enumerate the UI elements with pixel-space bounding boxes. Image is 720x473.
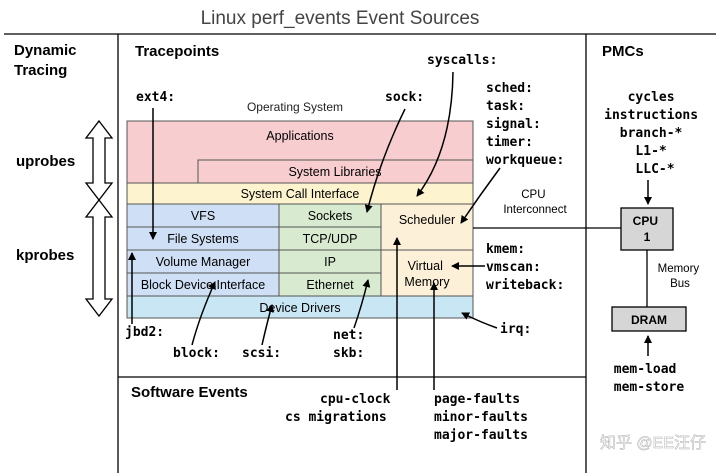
kprobes-double-arrow bbox=[84, 198, 114, 318]
os-stack bbox=[126, 120, 474, 319]
cpu-interconnect-label: CPU Interconnect bbox=[503, 189, 567, 216]
tcp-udp-label: TCP/UDP bbox=[303, 232, 358, 246]
skb-tracepoint: skb: bbox=[333, 346, 364, 361]
minor-faults-event: minor-faults bbox=[434, 410, 528, 425]
pmcs-heading: PMCs bbox=[602, 43, 644, 60]
virtual-memory-line-1: Virtual bbox=[408, 259, 443, 273]
block-arrow bbox=[191, 281, 216, 346]
signal-tracepoint: signal: bbox=[486, 117, 541, 132]
dram-box bbox=[611, 306, 687, 332]
ext4-tracepoint: ext4: bbox=[136, 90, 175, 105]
net-tracepoint: net: bbox=[333, 328, 364, 343]
block-device-interface-label: Block Device Interface bbox=[141, 278, 265, 292]
uprobes-label: uprobes bbox=[16, 153, 75, 170]
watermark: 知乎 @EE汪仔 bbox=[600, 434, 706, 452]
tracepoint-labels: ext4: syscalls: sock: sched: task: signa… bbox=[125, 53, 564, 361]
operating-system-label: Operating System bbox=[247, 100, 343, 114]
page-faults-event: page-faults bbox=[434, 392, 520, 407]
tracepoints-heading: Tracepoints bbox=[135, 43, 219, 60]
cs-migrations-event: cs migrations bbox=[285, 410, 387, 425]
kprobes-label: kprobes bbox=[16, 247, 74, 264]
system-call-interface-label: System Call Interface bbox=[241, 187, 360, 201]
vmscan-tracepoint: vmscan: bbox=[486, 260, 541, 275]
dram-label: DRAM bbox=[631, 313, 667, 327]
workqueue-arrow bbox=[460, 167, 501, 224]
pmc-mem-store: mem-store bbox=[614, 380, 685, 395]
cpu-label-line-2: 1 bbox=[644, 230, 651, 244]
jbd2-tracepoint: jbd2: bbox=[125, 325, 164, 340]
syscalls-tracepoint: syscalls: bbox=[427, 53, 497, 68]
pmc-llc: LLC-* bbox=[635, 162, 674, 177]
cpu-interconnect-line-2: Interconnect bbox=[503, 204, 567, 216]
dynamic-tracing-line-2: Tracing bbox=[14, 62, 67, 79]
cpu-label: CPU 1 bbox=[633, 214, 662, 244]
block-tracepoint: block: bbox=[173, 346, 220, 361]
pmc-mem-events: mem-load mem-store bbox=[614, 362, 685, 395]
cpu-label-line-1: CPU bbox=[633, 214, 658, 228]
ethernet-label: Ethernet bbox=[306, 278, 354, 292]
irq-tracepoint: irq: bbox=[500, 322, 531, 337]
sched-tracepoint: sched: bbox=[486, 81, 533, 96]
applications-label: Applications bbox=[266, 129, 333, 143]
volume-manager-label: Volume Manager bbox=[156, 255, 251, 269]
kmem-tracepoint: kmem: bbox=[486, 242, 525, 257]
software-cpu-events: cpu-clock cs migrations bbox=[285, 392, 398, 425]
writeback-tracepoint: writeback: bbox=[486, 278, 564, 293]
pmc-instructions: instructions bbox=[604, 108, 698, 123]
device-drivers-box bbox=[126, 295, 474, 319]
sched-group-tracepoints: sched: task: signal: timer: workqueue: bbox=[486, 81, 564, 168]
cpu-clock-event: cpu-clock bbox=[320, 392, 391, 407]
workqueue-tracepoint: workqueue: bbox=[486, 153, 564, 168]
device-drivers-label: Device Drivers bbox=[259, 301, 340, 315]
ip-label: IP bbox=[324, 255, 336, 269]
dynamic-tracing-heading: Dynamic Tracing bbox=[14, 42, 81, 79]
scheduler-box bbox=[380, 203, 474, 251]
pmc-mem-load: mem-load bbox=[614, 362, 677, 377]
timer-tracepoint: timer: bbox=[486, 135, 533, 150]
scheduler-label: Scheduler bbox=[399, 213, 455, 227]
tracepoint-arrows bbox=[128, 71, 501, 346]
sock-arrow bbox=[364, 108, 406, 213]
memory-bus-line-1: Memory bbox=[658, 263, 700, 275]
section-frame bbox=[4, 33, 716, 473]
scsi-tracepoint: scsi: bbox=[242, 346, 281, 361]
task-tracepoint: task: bbox=[486, 99, 525, 114]
mem-group-tracepoints: kmem: vmscan: writeback: bbox=[486, 242, 564, 293]
software-fault-events: page-faults minor-faults major-faults bbox=[434, 392, 536, 443]
pmc-cycles: cycles bbox=[628, 90, 675, 105]
major-faults-event: major-faults bbox=[434, 428, 528, 443]
vfs-label: VFS bbox=[191, 209, 215, 223]
diagram-title: Linux perf_events Event Sources bbox=[201, 8, 480, 29]
sock-tracepoint: sock: bbox=[385, 90, 424, 105]
virtual-memory-label: Virtual Memory bbox=[404, 259, 450, 289]
file-systems-label: File Systems bbox=[167, 232, 239, 246]
dynamic-tracing-line-1: Dynamic bbox=[14, 42, 77, 59]
cpu-interconnect-line-1: CPU bbox=[521, 189, 545, 201]
memory-bus-label: Memory Bus bbox=[658, 263, 703, 290]
scsi-arrow bbox=[261, 304, 274, 346]
software-events-heading: Software Events bbox=[131, 384, 248, 401]
net-arrow bbox=[353, 279, 371, 329]
pmc-l1: L1-* bbox=[635, 144, 666, 159]
syscalls-arrow bbox=[416, 71, 454, 197]
system-libraries-label: System Libraries bbox=[288, 165, 381, 179]
os-stack-labels: Applications System Libraries System Cal… bbox=[141, 129, 455, 315]
virtual-memory-box bbox=[380, 249, 474, 297]
memory-bus-line-2: Bus bbox=[670, 278, 690, 290]
pmc-events: cycles instructions branch-* L1-* LLC-* bbox=[604, 90, 706, 177]
sockets-label: Sockets bbox=[308, 209, 352, 223]
cpu-box bbox=[620, 207, 674, 251]
pmc-branch: branch-* bbox=[620, 126, 683, 141]
uprobes-double-arrow bbox=[84, 119, 114, 202]
irq-arrow bbox=[461, 312, 498, 329]
virtual-memory-line-2: Memory bbox=[404, 275, 450, 289]
